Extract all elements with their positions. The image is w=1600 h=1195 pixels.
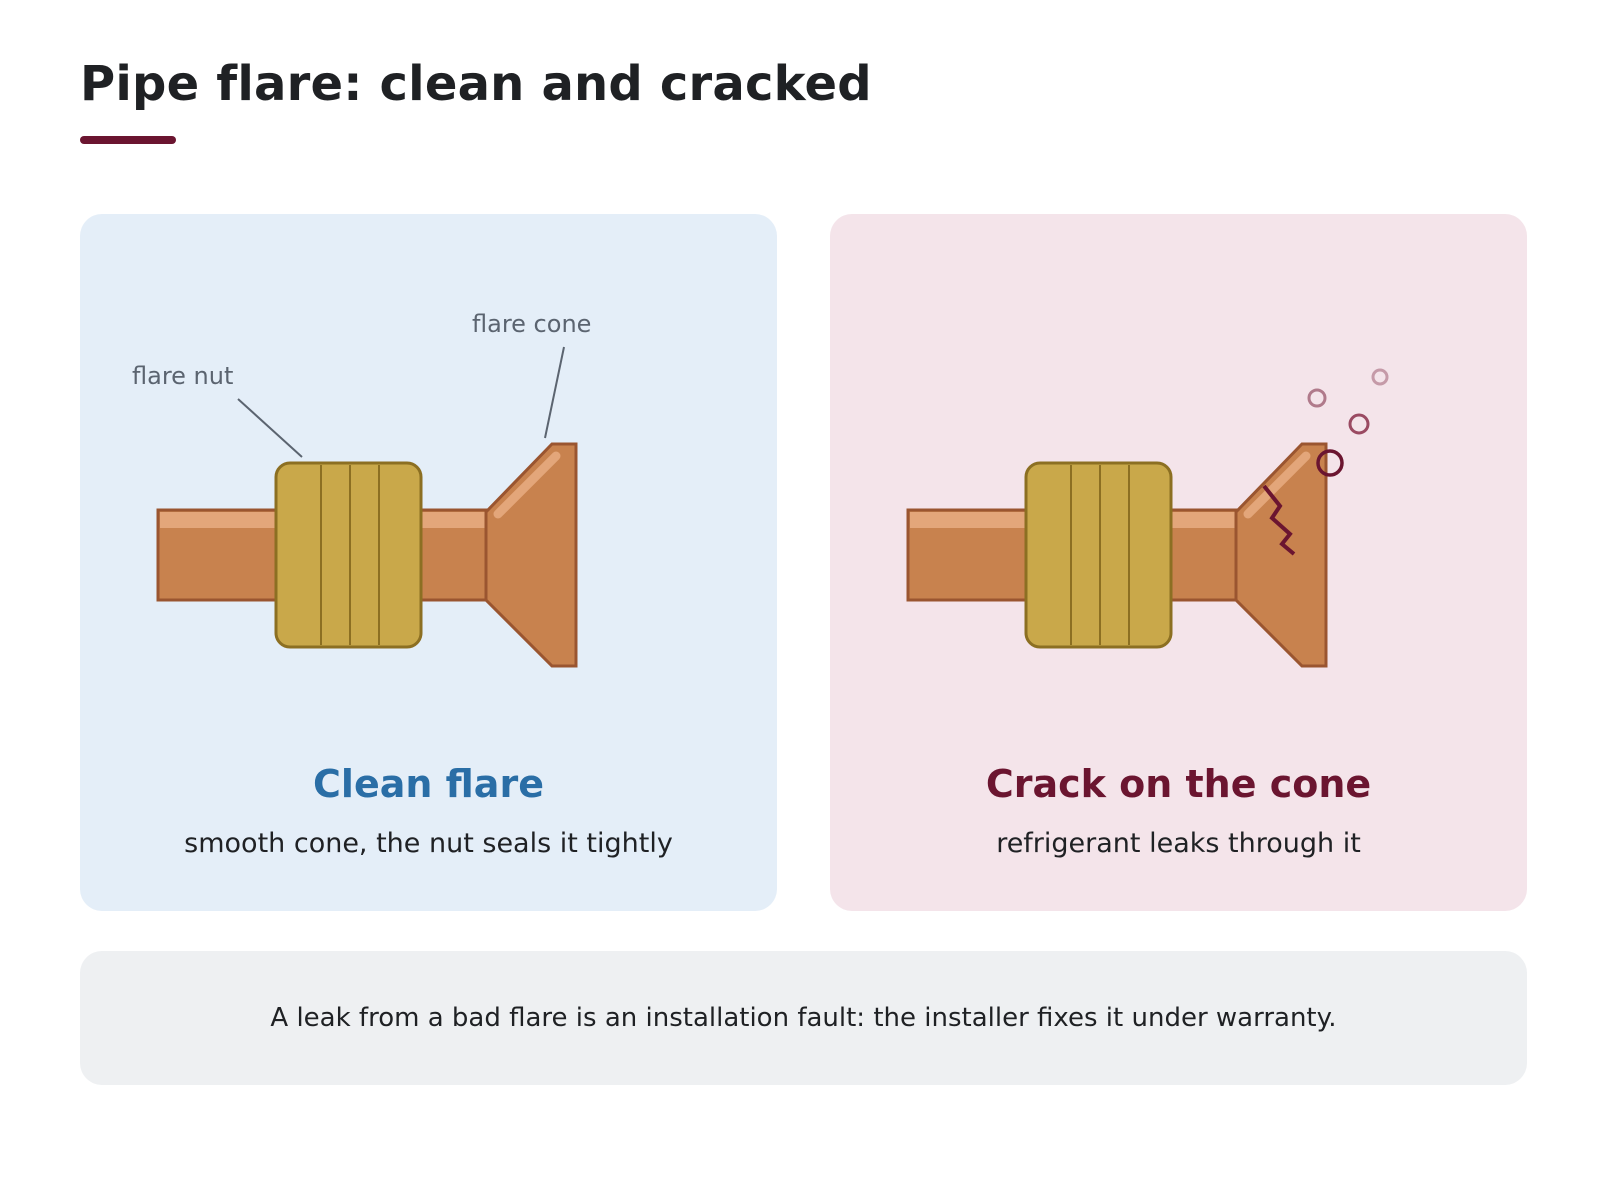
clean-flare-caption: smooth cone, the nut seals it tightly — [184, 828, 673, 859]
crack-caption: refrigerant leaks through it — [996, 828, 1361, 859]
flare-nut-leader — [237, 398, 303, 458]
cone-highlight — [1243, 451, 1311, 519]
flare-nut — [1024, 461, 1173, 649]
cracked-flare-illustration — [906, 368, 1389, 668]
clean-flare-illustration: flare nut flare cone — [132, 310, 591, 668]
flare-cone-label: flare cone — [472, 310, 591, 338]
cracked-flare-panel: Crack on the cone refrigerant leaks thro… — [830, 214, 1527, 911]
leak-bubble — [1371, 368, 1389, 386]
flare-cone-leader — [544, 346, 565, 439]
leak-bubble — [1316, 449, 1344, 477]
clean-flare-panel: flare nut flare cone Clean flare smooth … — [80, 214, 777, 911]
leak-bubble — [1348, 413, 1370, 435]
flare-nut-label: flare nut — [132, 362, 233, 390]
clean-flare-heading: Clean flare — [313, 762, 544, 806]
title-underline — [80, 136, 176, 144]
crack-heading: Crack on the cone — [985, 762, 1372, 806]
crack-mark — [1262, 484, 1296, 556]
warranty-note-box: A leak from a bad flare is an installati… — [80, 951, 1527, 1085]
flare-nut — [274, 461, 423, 649]
leak-bubble — [1307, 388, 1327, 408]
cone-highlight — [493, 451, 561, 519]
warranty-note: A leak from a bad flare is an installati… — [270, 1003, 1337, 1033]
page-title: Pipe flare: clean and cracked — [80, 56, 872, 112]
